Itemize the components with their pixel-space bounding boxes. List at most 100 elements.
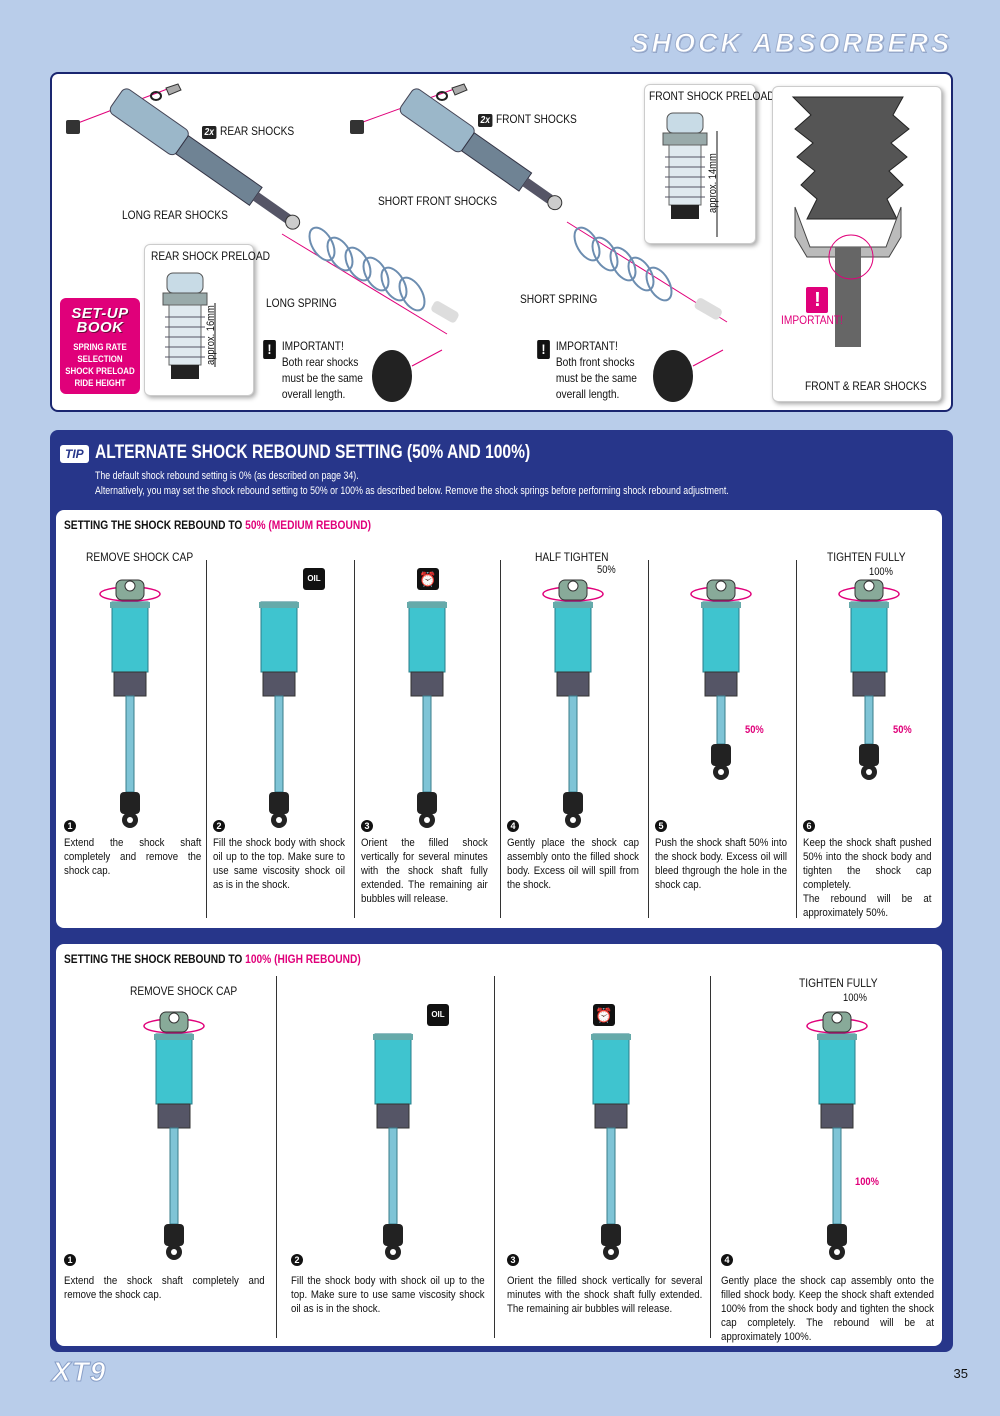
heading-a: SETTING THE SHOCK REBOUND TO bbox=[64, 952, 246, 966]
panel-heading: SETTING THE SHOCK REBOUND TO 100% (HIGH … bbox=[64, 952, 361, 966]
heading-a: SETTING THE SHOCK REBOUND TO bbox=[64, 518, 246, 532]
shock-illustration bbox=[591, 1033, 631, 1260]
tip-line1: The default shock rebound setting is 0% … bbox=[95, 470, 359, 482]
qty-badge: 2x bbox=[202, 126, 217, 139]
rear-shock-illustration bbox=[66, 83, 448, 335]
tip-line2: Alternatively, you may set the shock reb… bbox=[95, 485, 729, 497]
important-line: Both rear shocks bbox=[281, 355, 359, 369]
boot-cap-icon bbox=[653, 349, 724, 402]
important-rear-note: ! IMPORTANT! Both rear shocks must be th… bbox=[263, 338, 363, 402]
step-50-1: REMOVE SHOCK CAP 1 Extend the shock shaf… bbox=[58, 550, 206, 918]
timer-icon: ⏰ bbox=[417, 568, 439, 590]
front-preload-inset: FRONT SHOCK PRELOAD approx. 14mm bbox=[644, 84, 775, 244]
step-text: Fill the shock body with shock oil up to… bbox=[291, 1275, 485, 1315]
important-line: must be the same bbox=[555, 371, 637, 385]
warning-icon: ! bbox=[537, 340, 550, 359]
shock-illustration bbox=[806, 1011, 868, 1260]
boot-label: FRONT & REAR SHOCKS bbox=[805, 379, 927, 393]
setup-item: SELECTION bbox=[77, 354, 123, 364]
long-spring-label: LONG SPRING bbox=[266, 296, 337, 310]
rebound-50-panel: SETTING THE SHOCK REBOUND TO 50% (MEDIUM… bbox=[56, 510, 942, 928]
step-100-3: ⏰ 3 Orient the filled shock vertically f… bbox=[494, 976, 710, 1338]
step-100-1: REMOVE SHOCK CAP 1 Extend the shock shaf… bbox=[58, 976, 276, 1338]
rear-shocks-text: REAR SHOCKS bbox=[219, 124, 295, 138]
step-mark: 50% bbox=[745, 724, 764, 736]
step-50-3: ⏰ 3 Orient the filled shock vertically f… bbox=[354, 560, 500, 918]
rear-preload-shock-icon bbox=[162, 272, 216, 379]
shock-illustration bbox=[143, 1011, 205, 1260]
step-top-label: REMOVE SHOCK CAP bbox=[130, 984, 238, 998]
step-number: 1 bbox=[64, 1254, 76, 1266]
shock-illustration bbox=[259, 601, 299, 828]
warning-icon: ! bbox=[263, 340, 276, 359]
step-top-label: REMOVE SHOCK CAP bbox=[86, 550, 194, 564]
step-pct: 50% bbox=[597, 564, 616, 576]
important-line: must be the same bbox=[281, 371, 363, 385]
step-text: Orient the filled shock vertically for s… bbox=[361, 837, 488, 905]
step-text: Extend the shock shaft completely and re… bbox=[64, 837, 202, 877]
step-text: Gently place the shock cap assembly onto… bbox=[507, 837, 639, 891]
important-line: overall length. bbox=[281, 387, 346, 401]
front-preload-dim: approx. 14mm bbox=[707, 153, 719, 213]
step-50-5: 50% 5 Push the shock shaft 50% into the … bbox=[648, 560, 796, 918]
rear-preload-inset: REAR SHOCK PRELOAD approx. 16mm bbox=[144, 244, 270, 396]
short-spring-illustration bbox=[566, 221, 728, 323]
step-text: Push the shock shaft 50% into the shock … bbox=[655, 837, 787, 891]
rear-preload-dim: approx. 16mm bbox=[205, 305, 217, 365]
boot-inset: ! IMPORTANT! FRONT & REAR SHOCKS bbox=[772, 86, 942, 402]
step-50-2: OIL 2 Fill the shock body with shock oil… bbox=[206, 560, 354, 918]
heading-b: 100% (HIGH REBOUND) bbox=[245, 952, 361, 966]
step-number: 1 bbox=[64, 820, 76, 832]
step-pct: 100% bbox=[869, 566, 893, 578]
step-number: 6 bbox=[803, 820, 815, 832]
step-top-label: TIGHTEN FULLY bbox=[799, 976, 878, 990]
setup-item: RIDE HEIGHT bbox=[74, 378, 126, 388]
important-line: IMPORTANT! bbox=[555, 339, 618, 353]
front-preload-shock-icon bbox=[662, 112, 718, 237]
step-number: 4 bbox=[507, 820, 519, 832]
long-rear-label: LONG REAR SHOCKS bbox=[122, 208, 228, 222]
shock-illustration bbox=[99, 579, 161, 828]
setup-book-items: SPRING RATE SELECTION SHOCK PRELOAD RIDE… bbox=[65, 341, 135, 389]
boot-important: ! IMPORTANT! bbox=[781, 287, 854, 327]
important-line: IMPORTANT! bbox=[281, 339, 344, 353]
step-100-2: OIL 2 Fill the shock body with shock oil… bbox=[276, 976, 494, 1338]
shock-boot-illustration bbox=[791, 96, 910, 347]
important-front-note: ! IMPORTANT! Both front shocks must be t… bbox=[537, 338, 637, 402]
front-preload-title: FRONT SHOCK PRELOAD bbox=[649, 89, 775, 103]
setup-book-title2: BOOK bbox=[76, 319, 124, 336]
rear-preload-title: REAR SHOCK PRELOAD bbox=[151, 249, 271, 263]
shock-illustration bbox=[407, 601, 447, 828]
step-top-label: HALF TIGHTEN bbox=[535, 550, 609, 564]
page-title: SHOCK ABSORBERS bbox=[630, 28, 952, 59]
step-top-label: TIGHTEN FULLY bbox=[827, 550, 906, 564]
step-text: Gently place the shock cap assembly onto… bbox=[721, 1275, 934, 1343]
setup-item: SPRING RATE bbox=[73, 342, 127, 352]
rebound-100-panel: SETTING THE SHOCK REBOUND TO 100% (HIGH … bbox=[56, 944, 942, 1346]
panel-heading: SETTING THE SHOCK REBOUND TO 50% (MEDIUM… bbox=[64, 518, 371, 532]
shock-illustration bbox=[373, 1033, 413, 1260]
step-50-6: TIGHTEN FULLY 100% 50% 6 Keep the shock … bbox=[796, 550, 942, 920]
step-number: 2 bbox=[213, 820, 225, 832]
setup-item: SHOCK PRELOAD bbox=[65, 366, 135, 376]
step-number: 3 bbox=[361, 820, 373, 832]
shock-illustration bbox=[690, 579, 752, 780]
step-mark: 100% bbox=[855, 1176, 879, 1188]
oil-bottle-icon: OIL bbox=[303, 568, 325, 590]
tip-heading: ALTERNATE SHOCK REBOUND SETTING (50% AND… bbox=[95, 442, 531, 463]
shock-illustration bbox=[542, 579, 604, 828]
boot-cap-icon bbox=[372, 349, 443, 402]
qty-badge: 2x bbox=[478, 114, 493, 127]
step-text: Keep the shock shaft pushed 50% into the… bbox=[803, 836, 931, 920]
short-spring-label: SHORT SPRING bbox=[520, 292, 598, 306]
long-spring-illustration bbox=[308, 226, 459, 323]
setup-book-title: SET-UP bbox=[71, 305, 129, 322]
oil-bottle-icon: OIL bbox=[427, 1004, 449, 1026]
short-front-label: SHORT FRONT SHOCKS bbox=[378, 194, 498, 208]
step-text-a: Keep the shock shaft pushed 50% into the… bbox=[803, 837, 932, 891]
timer-icon: ⏰ bbox=[593, 1004, 615, 1026]
step-text: Fill the shock body with shock oil up to… bbox=[213, 837, 345, 891]
brand-logo: XT9 bbox=[51, 1356, 107, 1388]
step-number: 5 bbox=[655, 820, 667, 832]
